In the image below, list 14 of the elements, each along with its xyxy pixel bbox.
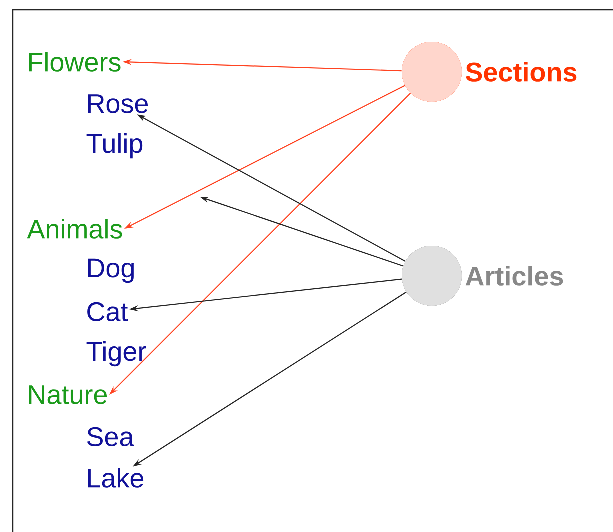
circle-node <box>402 42 462 102</box>
item-label: Dog <box>88 258 134 284</box>
circle-node <box>402 246 462 306</box>
item-label: Cat <box>88 302 128 322</box>
item-label: Tiger <box>86 341 146 367</box>
item-label: Rose <box>88 94 148 114</box>
node-label: Articles <box>466 266 564 286</box>
section-label: Nature <box>29 386 108 404</box>
item-label: Sea <box>87 427 134 447</box>
item-label: Tulip <box>86 133 143 159</box>
node-label: Sections <box>466 62 577 82</box>
section-label: Flowers <box>29 52 121 72</box>
item-label: Lake <box>88 468 144 488</box>
section-label: Animals <box>27 219 122 239</box>
